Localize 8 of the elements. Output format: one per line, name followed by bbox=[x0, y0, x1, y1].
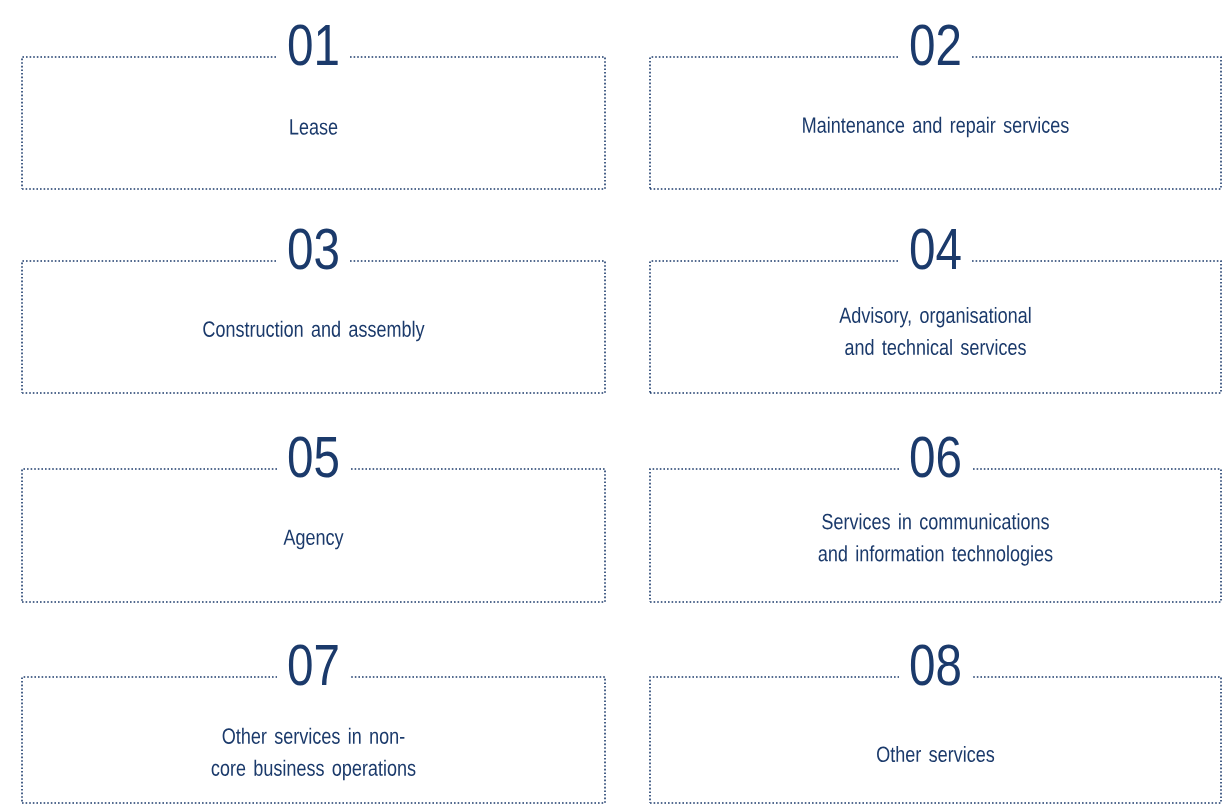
service-box: 07 Other services in non-core business operations bbox=[21, 644, 606, 804]
service-box: 02 Maintenance and repair services bbox=[649, 24, 1222, 190]
service-box: 04 Advisory, organisational and technical services bbox=[649, 228, 1222, 394]
service-box: 03 Construction and assembly bbox=[21, 228, 606, 394]
service-box: 01 Lease bbox=[21, 24, 606, 190]
service-box: 05 Agency bbox=[21, 436, 606, 603]
service-box: 06 Services in communications and information technologies bbox=[649, 436, 1222, 603]
service-box: 08 Other services bbox=[649, 644, 1222, 804]
